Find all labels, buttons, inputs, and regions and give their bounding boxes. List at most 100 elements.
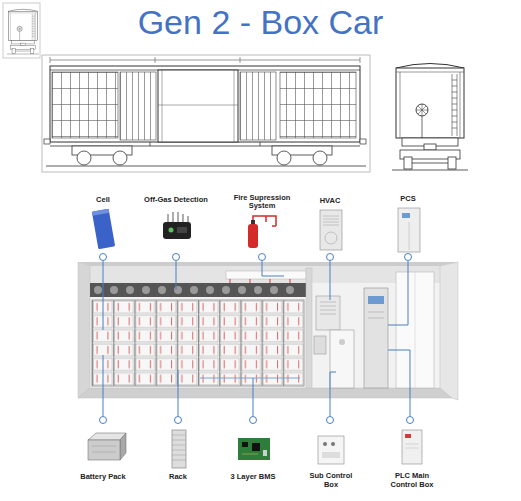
rack-icon-part: [172, 430, 186, 468]
off-gas-detector-icon: [163, 212, 191, 239]
bms-board-icon-part: [242, 454, 258, 455]
boxcar-side-view-part: [50, 142, 360, 146]
container-cutaway-part: [90, 266, 440, 283]
callout-label: Cell: [83, 196, 123, 205]
container-cutaway-part: [396, 272, 434, 388]
container-cutaway-part: [92, 300, 304, 386]
battery-pack-icon-part: [120, 433, 126, 460]
callout-label: 3 Layer BMS: [223, 473, 283, 482]
boxcar-side-view-part: [277, 151, 291, 165]
container-cutaway-part: [364, 288, 388, 388]
battery-pack-icon-part: [88, 433, 126, 440]
fire-suppression-icon: [248, 216, 276, 248]
boxcar-side-view-part: [240, 72, 276, 140]
container-cutaway: [78, 262, 458, 400]
off-gas-detector-icon-part: [163, 222, 191, 239]
pcs-icon-part: [398, 208, 420, 252]
callout-circles-part: [407, 417, 414, 424]
leader-lines-part: [103, 355, 104, 416]
container-cutaway-part: [316, 296, 340, 330]
callout-label: Fire Supression System: [229, 194, 295, 211]
boxcar-side-view-part: [50, 66, 360, 142]
container-cutaway-part: [320, 302, 336, 314]
container-cutaway-part: [200, 377, 300, 378]
container-cutaway-part: [94, 286, 294, 294]
sub-control-box-icon-part: [322, 452, 340, 458]
container-cutaway-part: [174, 286, 182, 294]
cell-icon-part: [92, 209, 109, 216]
callout-circles-part: [327, 417, 334, 424]
plc-main-control-box-icon-part: [405, 444, 419, 448]
container-cutaway-part: [314, 336, 326, 354]
boxcar-side-view-part: [42, 55, 370, 172]
container-cutaway-part: [158, 286, 166, 294]
fire-suppression-icon-part: [251, 220, 255, 224]
plc-main-control-box-icon: [402, 430, 422, 464]
boxcar-side-view-part: [77, 151, 91, 165]
callout-circles-part: [327, 254, 334, 261]
thumbnail-end-view-part: [3, 3, 40, 58]
callout-circles-part: [100, 254, 107, 261]
fire-suppression-icon-part: [248, 224, 258, 248]
callout-circles-part: [250, 417, 257, 424]
container-cutaway-part: [368, 296, 384, 304]
pcs-icon-part: [409, 222, 410, 250]
bms-board-icon-part: [238, 438, 270, 460]
callout-label: PLC Main Control Box: [385, 472, 439, 489]
pcs-icon: [398, 208, 420, 252]
container-cutaway-part: [286, 286, 294, 294]
thumbnail-end-view: [3, 3, 40, 58]
container-cutaway-part: [126, 286, 134, 294]
container-cutaway-part: [226, 271, 306, 279]
sub-control-box-icon-part: [323, 442, 327, 446]
container-cutaway-part: [306, 268, 312, 388]
callout-circles-part: [405, 254, 412, 261]
leader-lines-part: [388, 261, 408, 325]
boxcar-end-view-part: [392, 64, 468, 171]
pcs-icon-part: [402, 213, 410, 218]
boxcar-side-view-part: [158, 70, 238, 142]
container-cutaway-part: [90, 283, 306, 297]
boxcar-side-view-part: [280, 72, 356, 138]
callout-circles-part: [173, 254, 180, 261]
container-cutaway-part: [78, 262, 458, 266]
container-cutaway-part: [270, 286, 278, 294]
container-cutaway-part: [78, 262, 90, 398]
container-cutaway-part: [339, 339, 345, 345]
container-cutaway-part: [254, 286, 262, 294]
hvac-icon-part: [323, 216, 339, 225]
bms-board-icon-part: [263, 450, 267, 456]
sub-control-box-icon-part: [331, 442, 335, 446]
leader-lines-part: [262, 261, 284, 276]
boxcar-side-view-part: [50, 57, 360, 63]
bms-board-icon-part: [242, 442, 248, 447]
boxcar-side-view-part: [120, 72, 156, 140]
hvac-icon-part: [325, 232, 337, 244]
leader-lines-part: [330, 261, 331, 300]
battery-pack-icon-part: [92, 446, 116, 452]
container-cutaway-part: [90, 266, 440, 388]
callout-circles: [100, 254, 414, 424]
container-cutaway-part: [330, 330, 354, 388]
callout-label: Battery Pack: [73, 473, 133, 482]
container-cutaway-part: [142, 286, 150, 294]
battery-pack-icon: [88, 433, 126, 460]
boxcar-side-view-part: [52, 72, 118, 138]
leader-lines-part: [388, 350, 410, 416]
sub-control-box-icon-part: [318, 436, 344, 464]
container-cutaway-part: [415, 272, 416, 388]
container-cutaway-part: [94, 286, 102, 294]
boxcar-side-view-part: [113, 151, 127, 165]
off-gas-detector-icon-part: [169, 228, 174, 233]
off-gas-detector-icon-part: [177, 227, 187, 233]
boxcar-side-view: [42, 55, 370, 172]
callout-label: Rack: [158, 473, 198, 482]
leader-lines-part: [176, 261, 177, 290]
container-cutaway-part: [238, 286, 246, 294]
hvac-icon: [320, 210, 342, 250]
boxcar-end-view: [392, 64, 468, 171]
leader-lines-part: [330, 372, 336, 416]
container-cutaway-part: [222, 286, 230, 294]
